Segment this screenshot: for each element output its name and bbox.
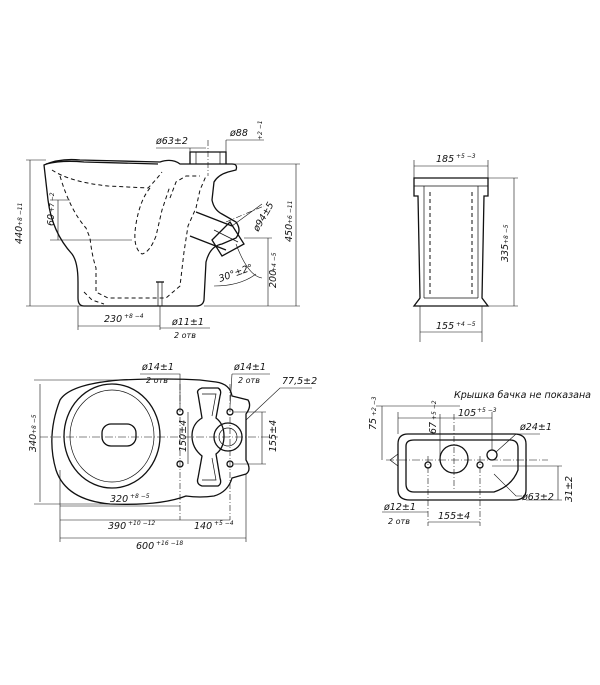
side-d-holes: ø11±1	[171, 317, 204, 328]
side-h-rim-tol: +6 −11	[287, 201, 294, 224]
tank-top-d-67: 67	[428, 422, 439, 434]
top-d-hole-right: ø14±1	[233, 362, 266, 373]
side-d-flush-tol: +2 −1	[257, 120, 264, 140]
side-d-outlet: ø63±2	[155, 136, 188, 147]
top-w-340: 340	[28, 434, 39, 452]
side-h-total: 440	[14, 226, 25, 244]
tank-top-d-12: ø12±1	[383, 502, 416, 513]
side-d-flush: ø88	[229, 128, 248, 139]
tank-top-d-63: ø63±2	[521, 492, 554, 503]
tank-top-d-105: 105	[458, 408, 476, 419]
side-holes-count: 2 отв	[174, 331, 196, 340]
top-l-600-tol: +16 −18	[156, 540, 183, 547]
tank-top-note: Крышка бачка не показана	[454, 390, 591, 401]
top-w-340-tol: +8 −5	[31, 414, 38, 434]
tank-top-d-75-tol: +2 −3	[371, 396, 378, 416]
tank-top-d-12-count: 2 отв	[388, 517, 410, 526]
top-d-hole-left: ø14±1	[141, 362, 174, 373]
side-h-rim: 450	[284, 224, 295, 242]
tank-h-tol: +8 −5	[503, 224, 510, 244]
side-h-60: 60	[46, 214, 57, 226]
tank-top-d-155: 155±4	[438, 511, 470, 522]
top-l-320: 320	[110, 494, 128, 505]
side-h-200: 200	[268, 270, 279, 288]
side-w-230: 230	[104, 314, 122, 325]
tank-top-d-24: ø24±1	[519, 422, 552, 433]
top-l-600: 600	[136, 541, 154, 552]
top-l-140: 140	[194, 521, 212, 532]
top-d-77: 77,5±2	[282, 376, 317, 387]
tank-w-top-tol: +5 −3	[456, 153, 476, 160]
side-view	[26, 139, 300, 330]
side-angle: 30°±2°	[217, 262, 254, 285]
top-d-hole-left-count: 2 отв	[146, 376, 168, 385]
top-l-390-tol: +10 −12	[128, 520, 155, 527]
tank-w-bottom: 155	[436, 321, 454, 332]
tank-w-top: 185	[436, 154, 454, 165]
side-w-230-tol: +8 −4	[124, 313, 144, 320]
top-l-140-tol: +5 −4	[214, 520, 234, 527]
tank-top-d-105-tol: +5 −3	[477, 407, 497, 414]
top-d-hole-right-count: 2 отв	[238, 376, 260, 385]
side-h-200-tol: +4 −5	[271, 252, 278, 272]
side-h-60-tol: +7 −2	[49, 192, 56, 212]
top-l-320-tol: +8 −5	[130, 493, 150, 500]
side-d-pipe: ø94±5	[251, 200, 277, 234]
top-view	[34, 373, 312, 542]
tank-top-d-67-tol: +5 −2	[431, 400, 438, 420]
tank-top-d-31: 31±2	[564, 476, 575, 502]
top-d-150: 150±4	[178, 420, 189, 452]
top-l-390: 390	[108, 521, 126, 532]
tank-front	[412, 160, 518, 342]
top-d-155: 155±4	[268, 420, 279, 452]
tank-top-d-75: 75	[368, 418, 379, 430]
tank-h: 335	[500, 244, 511, 262]
tank-top	[376, 405, 562, 526]
side-h-total-tol: +8 −11	[17, 203, 24, 226]
tank-w-bottom-tol: +4 −5	[456, 321, 476, 328]
